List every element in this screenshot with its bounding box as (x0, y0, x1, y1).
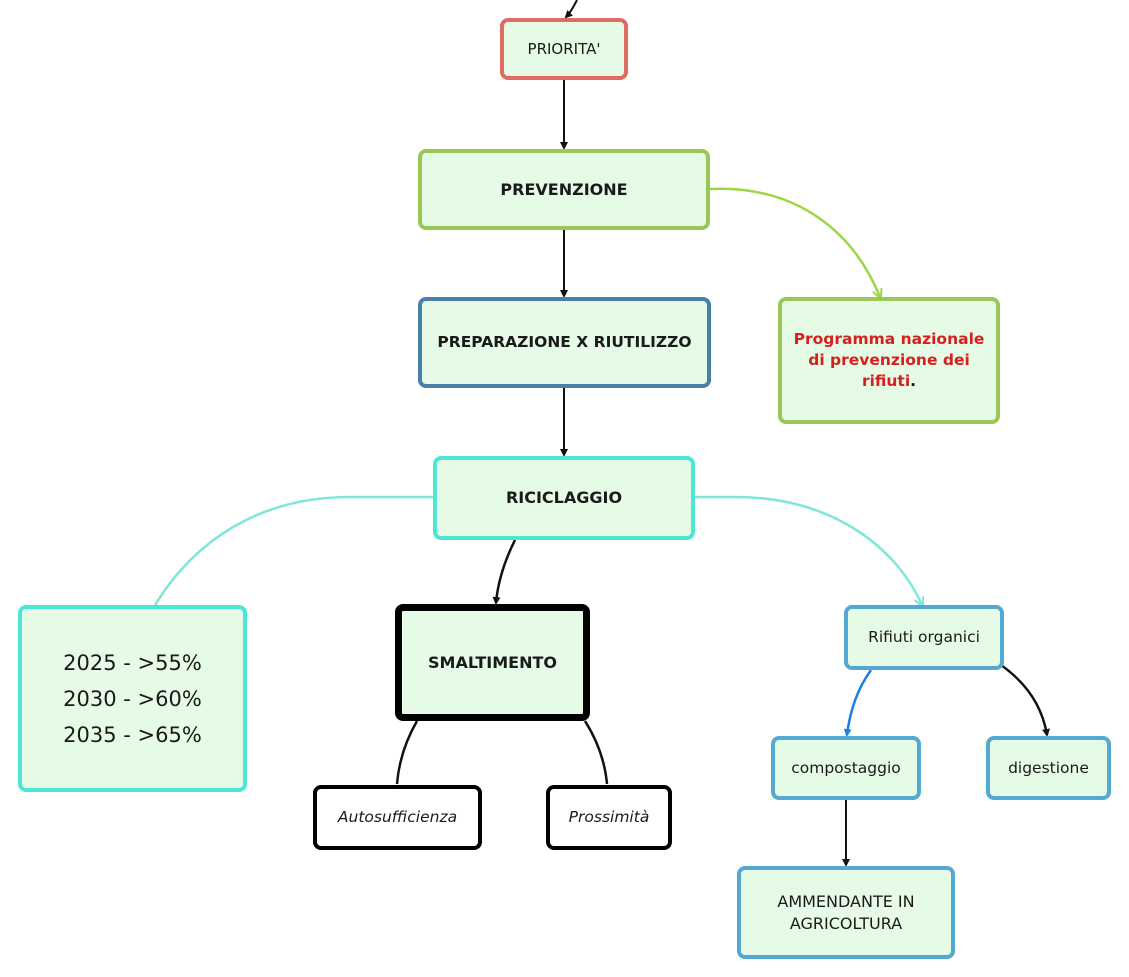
node-digestione[interactable]: digestione (986, 736, 1111, 800)
node-programma-nazionale[interactable]: Programma nazionale di prevenzione dei r… (778, 297, 1000, 424)
node-prossimita-label: Prossimità (568, 808, 650, 827)
node-ammendante-agricoltura[interactable]: AMMENDANTE IN AGRICOLTURA (737, 866, 955, 959)
node-autosufficienza[interactable]: Autosufficienza (313, 785, 482, 850)
node-compostaggio-label: compostaggio (791, 758, 901, 777)
target-2025: 2025 - >55% (63, 650, 202, 675)
node-programma-line1: Programma nazionale (793, 330, 985, 349)
node-rifiuti-organici-label: Rifiuti organici (868, 628, 980, 647)
edge-riciclaggio-rifiuti-organici (695, 495, 922, 605)
node-riciclaggio[interactable]: RICICLAGGIO (433, 456, 695, 540)
edge-rifiuti-compostaggio (843, 669, 873, 737)
node-prossimita[interactable]: Prossimità (546, 785, 672, 850)
node-preparazione-label: PREPARAZIONE X RIUTILIZZO (437, 333, 692, 352)
node-autosufficienza-label: Autosufficienza (337, 808, 458, 827)
node-programma-suffix: . (910, 371, 917, 390)
edge-incoming-priorita (564, 0, 578, 19)
edge-riciclaggio-smaltimento (492, 539, 517, 605)
node-preparazione-riutilizzo[interactable]: PREPARAZIONE X RIUTILIZZO (418, 297, 711, 388)
node-programma-text: Programma nazionale di prevenzione dei r… (794, 329, 985, 392)
node-compostaggio[interactable]: compostaggio (771, 736, 921, 800)
node-priorita-label: PRIORITA' (527, 39, 601, 58)
node-prevenzione-label: PREVENZIONE (500, 179, 628, 199)
node-programma-line3: rifiuti (861, 371, 911, 390)
edge-smaltimento-autosufficienza (395, 720, 419, 785)
edge-smaltimento-prossimita (583, 720, 609, 785)
node-ammendante-line1: AMMENDANTE IN (777, 891, 915, 911)
node-riciclaggio-label: RICICLAGGIO (505, 488, 623, 508)
node-smaltimento[interactable]: SMALTIMENTO (395, 604, 590, 721)
edge-rifiuti-digestione (1000, 663, 1050, 737)
edge-prevenzione-programma (709, 187, 880, 297)
edge-riciclaggio-targets (153, 495, 433, 606)
target-2035: 2035 - >65% (63, 722, 202, 747)
node-recycling-targets[interactable]: 2025 - >55% 2030 - >60% 2035 - >65% (18, 605, 247, 792)
node-rifiuti-organici[interactable]: Rifiuti organici (844, 605, 1004, 670)
node-programma-line2: di prevenzione dei (808, 351, 970, 370)
target-2030: 2030 - >60% (63, 686, 202, 711)
node-priorita[interactable]: PRIORITA' (500, 18, 628, 80)
node-prevenzione[interactable]: PREVENZIONE (418, 149, 710, 230)
node-ammendante-line2: AGRICOLTURA (789, 913, 903, 933)
node-smaltimento-label: SMALTIMENTO (428, 652, 557, 672)
node-digestione-label: digestione (1008, 758, 1089, 777)
